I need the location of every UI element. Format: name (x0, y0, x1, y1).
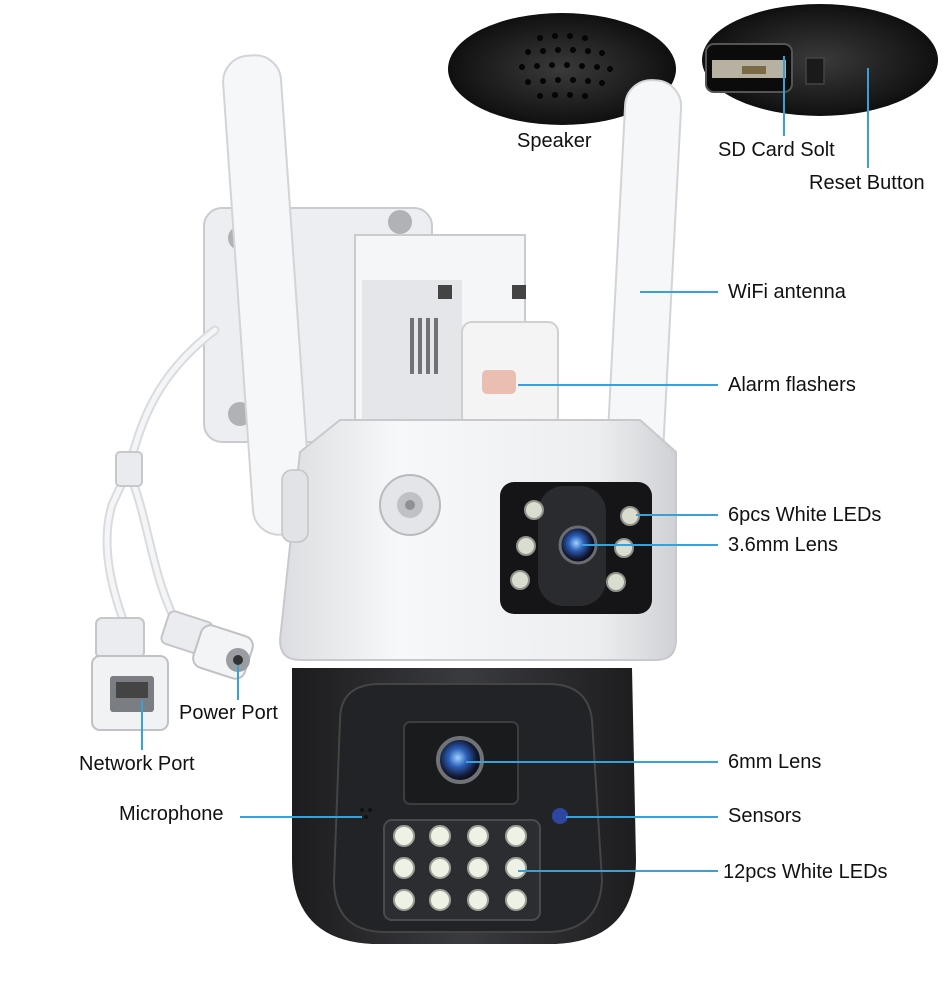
label-36mm-lens: 3.6mm Lens (728, 534, 839, 556)
label-6mm-lens: 6mm Lens (728, 751, 822, 773)
label-power-port: Power Port (179, 702, 278, 724)
network-connector (91, 617, 169, 731)
label-speaker: Speaker (517, 130, 592, 152)
ptz-dome (292, 668, 636, 944)
label-wifi-antenna: WiFi antenna (728, 281, 846, 303)
label-microphone: Microphone (119, 803, 224, 825)
sd-card-zoom (702, 4, 938, 116)
leader-lines (141, 56, 869, 872)
label-alarm-flashers: Alarm flashers (728, 374, 856, 396)
label-12pcs-leds: 12pcs White LEDs (723, 861, 888, 883)
fixed-lens-module (500, 482, 652, 614)
label-reset-button: Reset Button (809, 172, 925, 194)
label-network-port: Network Port (79, 753, 195, 775)
label-6pcs-leds: 6pcs White LEDs (728, 504, 882, 526)
cables (102, 325, 220, 635)
alarm-flasher (461, 321, 559, 427)
label-sd-card: SD Card Solt (718, 139, 835, 161)
power-connector (160, 610, 254, 680)
speaker-zoom (448, 13, 676, 125)
label-sensors: Sensors (728, 805, 802, 827)
